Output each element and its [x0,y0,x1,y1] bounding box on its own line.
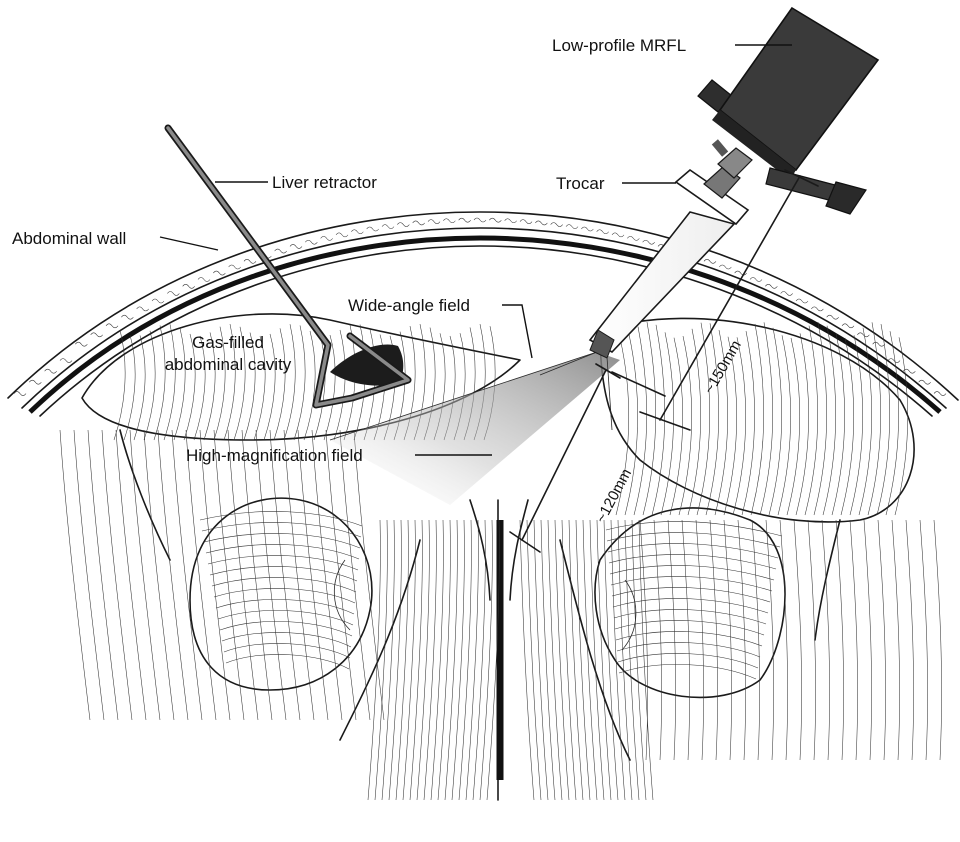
label-gas-filled-1: Gas-filled [192,333,264,352]
label-low-profile-mrfl: Low-profile MRFL [552,36,686,55]
label-abdominal-wall: Abdominal wall [12,229,126,248]
label-dim-120: ~120mm [593,466,636,526]
label-liver-retractor: Liver retractor [272,173,377,192]
label-wide-angle-field: Wide-angle field [348,296,470,315]
label-trocar: Trocar [556,174,605,193]
label-high-magnification-field: High-magnification field [186,446,363,465]
abdominal-wall [8,212,958,416]
label-gas-filled-2: abdominal cavity [165,355,292,374]
